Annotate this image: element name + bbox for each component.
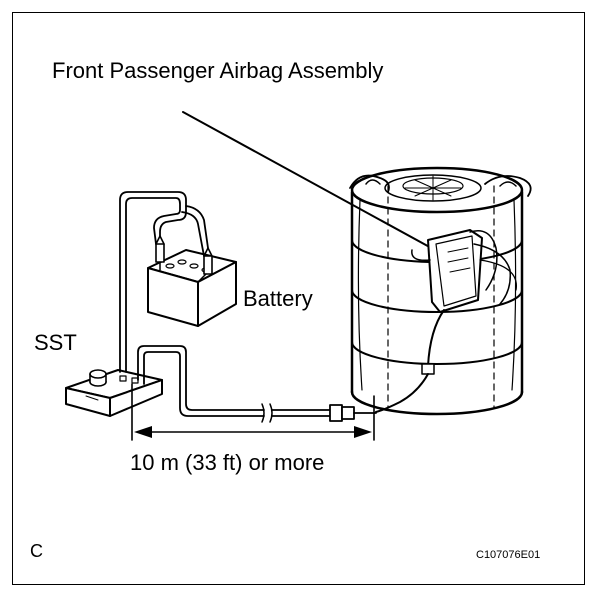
- tire-stack: [349, 166, 532, 416]
- battery-label: Battery: [243, 286, 313, 311]
- airbag-assembly-label: Front Passenger Airbag Assembly: [52, 58, 384, 83]
- figure-code: C107076E01: [476, 549, 541, 561]
- battery-clamps: [155, 235, 213, 283]
- distance-dimension: [131, 383, 375, 441]
- sst-to-airbag-cable: [137, 345, 377, 423]
- sst-label: SST: [34, 330, 77, 355]
- corner-letter: C: [30, 541, 43, 561]
- figure-frame: [12, 12, 585, 585]
- airbag-module: [375, 229, 517, 413]
- sst-box: [65, 369, 163, 417]
- distance-label: 10 m (33 ft) or more: [130, 450, 325, 475]
- leader-line: [182, 111, 436, 251]
- battery-cables: [119, 191, 209, 373]
- battery: [147, 249, 237, 327]
